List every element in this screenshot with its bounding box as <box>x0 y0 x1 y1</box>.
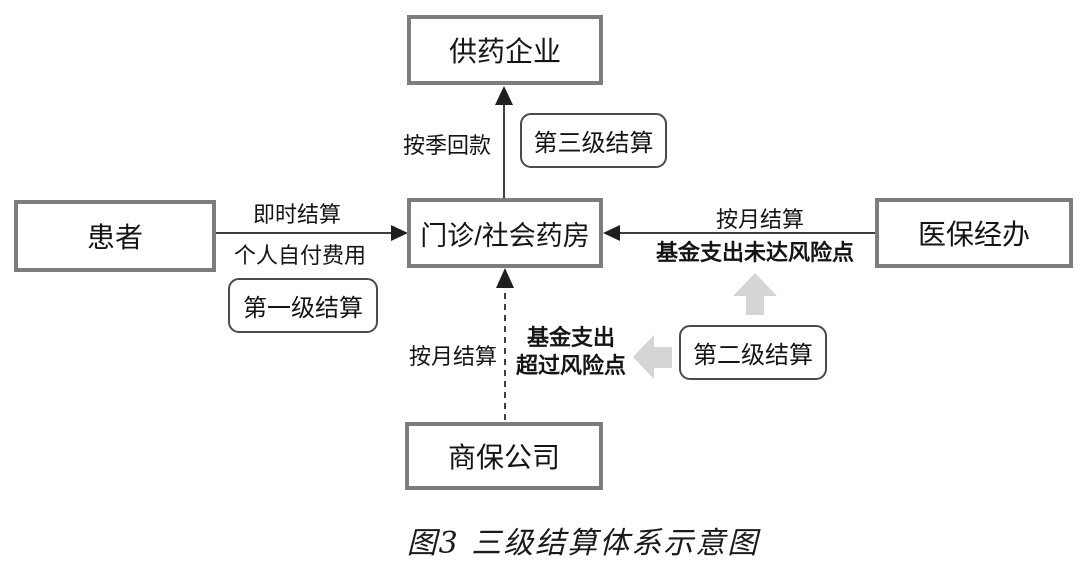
level2-up-block-arrow <box>733 273 777 315</box>
label-personal-self-pay: 个人自付费用 <box>233 243 366 268</box>
badge-third-level-settlement: 第三级结算 <box>520 113 667 168</box>
arrow-pharmacy-to-supplier-head <box>495 86 513 105</box>
label-fund-over-risk-line1: 基金支出 <box>526 325 615 350</box>
arrow-insurer-to-pharmacy-head <box>603 225 620 241</box>
badge-second-level-settlement: 第二级结算 <box>679 325 827 380</box>
node-outpatient-pharmacy: 门诊/社会药房 <box>407 198 603 268</box>
node-medical-insurance-agency: 医保经办 <box>875 198 1073 268</box>
figure-caption: 图3 三级结算体系示意图 <box>406 526 760 561</box>
label-fund-over-risk-point: 基金支出 超过风险点 <box>506 324 636 380</box>
label-monthly-settlement-right: 按月结算 <box>715 207 804 232</box>
label-fund-under-risk-point: 基金支出未达风险点 <box>655 240 854 265</box>
node-drug-supplier: 供药企业 <box>407 15 603 85</box>
arrow-patient-to-pharmacy-head <box>391 225 408 241</box>
label-monthly-settlement-bottom: 按月结算 <box>408 344 497 369</box>
node-patient: 患者 <box>14 200 216 272</box>
level2-left-block-arrow <box>633 335 672 379</box>
label-fund-over-risk-line2: 超过风险点 <box>515 353 626 378</box>
badge-first-level-settlement: 第一级结算 <box>228 278 378 333</box>
label-quarterly-payment: 按季回款 <box>402 133 491 158</box>
node-commercial-insurance-company: 商保公司 <box>405 422 603 490</box>
arrow-commercial-to-pharmacy-head <box>496 268 514 288</box>
label-instant-settlement: 即时结算 <box>252 202 341 227</box>
